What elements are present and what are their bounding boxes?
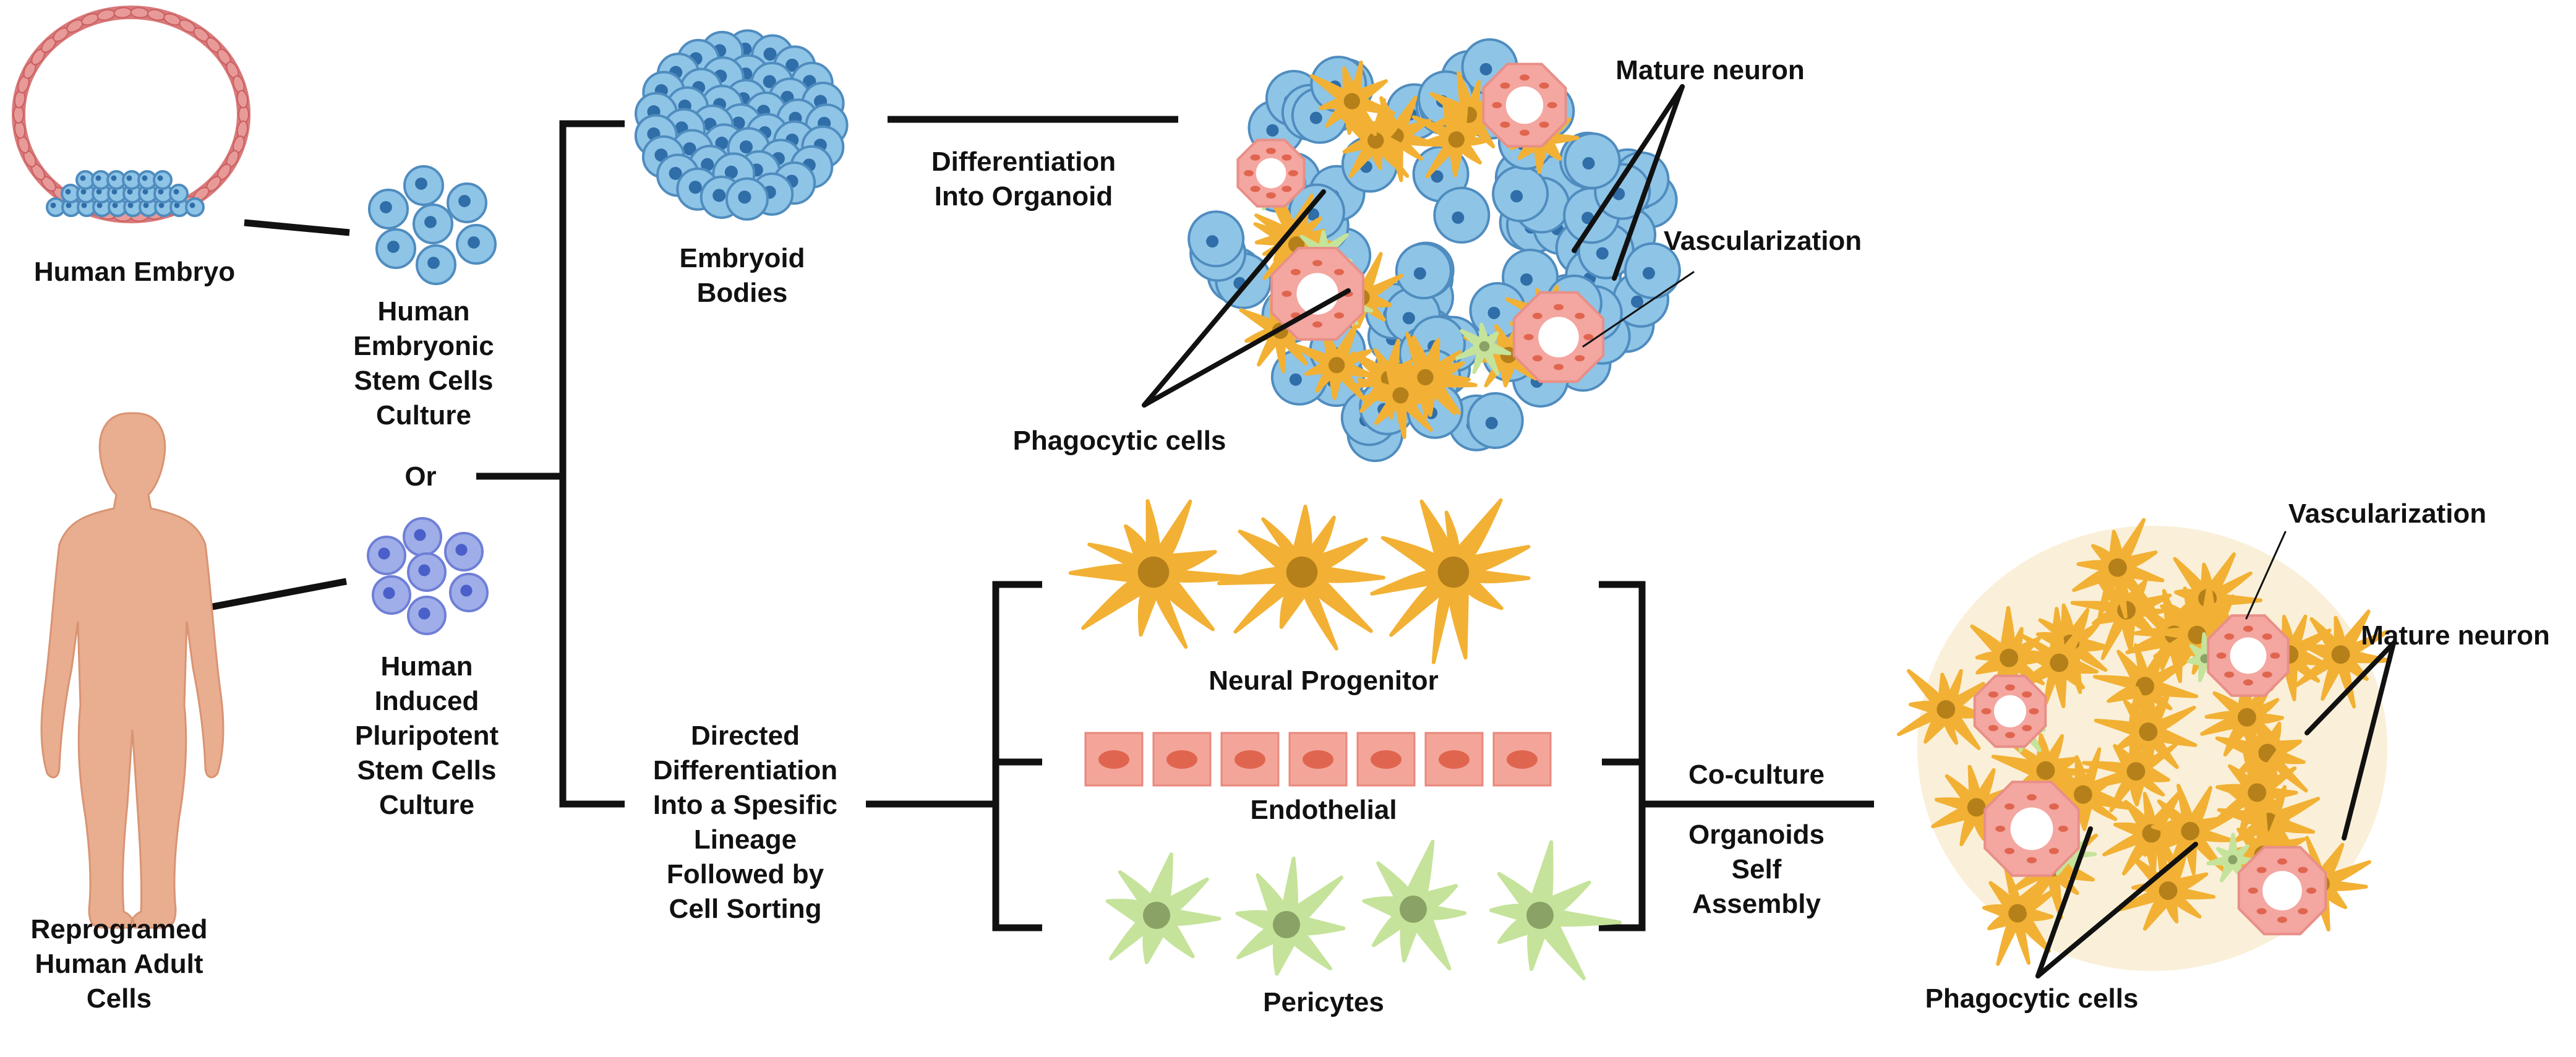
esc-culture-line-1: Human <box>377 296 470 327</box>
mature-neuron-label-top: Mature neuron <box>1615 55 1805 85</box>
human-body-icon <box>40 412 225 929</box>
self-assembly-label: Organoids Self Assembly <box>1667 818 1846 922</box>
or-label: Or <box>404 461 437 492</box>
vascularization-label-bottom: Vascularization <box>2288 499 2487 529</box>
directed-line-6: Cell Sorting <box>669 894 822 924</box>
stem-cell-cluster-icon <box>368 165 497 285</box>
annotation-lines <box>1142 84 2396 978</box>
embryoid-body-icon <box>634 29 849 221</box>
directed-line-3: Into a Spesific <box>653 790 838 820</box>
self-assembly-line-2: Self <box>1731 854 1782 884</box>
ipsc-culture-line-2: Induced <box>374 686 479 716</box>
connectors <box>208 116 1874 931</box>
adult-cells-label: Reprogramed Human Adult Cells <box>12 912 226 1016</box>
ipsc-culture-line-5: Culture <box>379 790 474 820</box>
embryoid-bodies-line-1: Embryoid <box>679 243 805 273</box>
neural-progenitor-icon <box>1068 498 1531 664</box>
endothelial-cell-icon <box>1084 732 1552 787</box>
directed-line-2: Differentiation <box>653 755 838 785</box>
directed-line-1: Directed <box>690 721 800 751</box>
ipsc-culture-line-3: Pluripotent <box>354 721 499 751</box>
esc-culture-line-4: Culture <box>376 400 471 430</box>
esc-culture-line-2: Embryonic <box>353 331 494 361</box>
directed-line-4: Lineage <box>693 824 797 855</box>
phagocytic-cells-label-bottom: Phagocytic cells <box>1925 983 2139 1014</box>
mature-neuron-label-bottom: Mature neuron <box>2361 620 2550 651</box>
blastocyst-icon <box>12 6 250 223</box>
directed-line-5: Followed by <box>666 859 824 889</box>
embryoid-bodies-line-2: Bodies <box>696 278 788 308</box>
neural-progenitor-label: Neural Progenitor <box>1209 665 1439 696</box>
self-assembly-line-1: Organoids <box>1688 819 1825 850</box>
adult-cells-line-3: Cells <box>86 983 152 1014</box>
differentiation-organoid-line-1: Differentiation <box>931 147 1116 177</box>
ipsc-culture-line-4: Stem Cells <box>357 755 497 785</box>
vascularization-label-top: Vascularization <box>1663 226 1862 256</box>
human-embryo-label: Human Embryo <box>33 257 236 287</box>
co-culture-label: Co-culture <box>1688 760 1825 790</box>
self-assembly-line-3: Assembly <box>1692 889 1821 919</box>
directed-differentiation-label: Directed Differentiation Into a Spesific… <box>631 719 860 926</box>
esc-culture-line-3: Stem Cells <box>354 366 494 396</box>
esc-culture-label: Human Embryonic Stem Cells Culture <box>337 294 510 433</box>
organoid-icon <box>1187 38 1681 463</box>
ipsc-culture-label: Human Induced Pluripotent Stem Cells Cul… <box>337 649 516 823</box>
pericytes-label: Pericytes <box>1263 987 1384 1017</box>
embryoid-bodies-label: Embryoid Bodies <box>649 241 835 310</box>
pericyte-icon <box>1105 839 1622 980</box>
ipsc-culture-line-1: Human <box>380 651 473 682</box>
adult-cells-line-1: Reprogramed <box>30 914 208 944</box>
endothelial-label: Endothelial <box>1250 795 1397 825</box>
differentiation-organoid-label: Differentiation Into Organoid <box>912 145 1135 214</box>
adult-cells-line-2: Human Adult <box>35 949 203 979</box>
phagocytic-cells-label-top: Phagocytic cells <box>1012 426 1226 456</box>
ipsc-cluster-icon <box>367 517 489 635</box>
self-assembled-organoid-icon <box>1897 518 2392 971</box>
differentiation-organoid-line-2: Into Organoid <box>934 181 1113 212</box>
